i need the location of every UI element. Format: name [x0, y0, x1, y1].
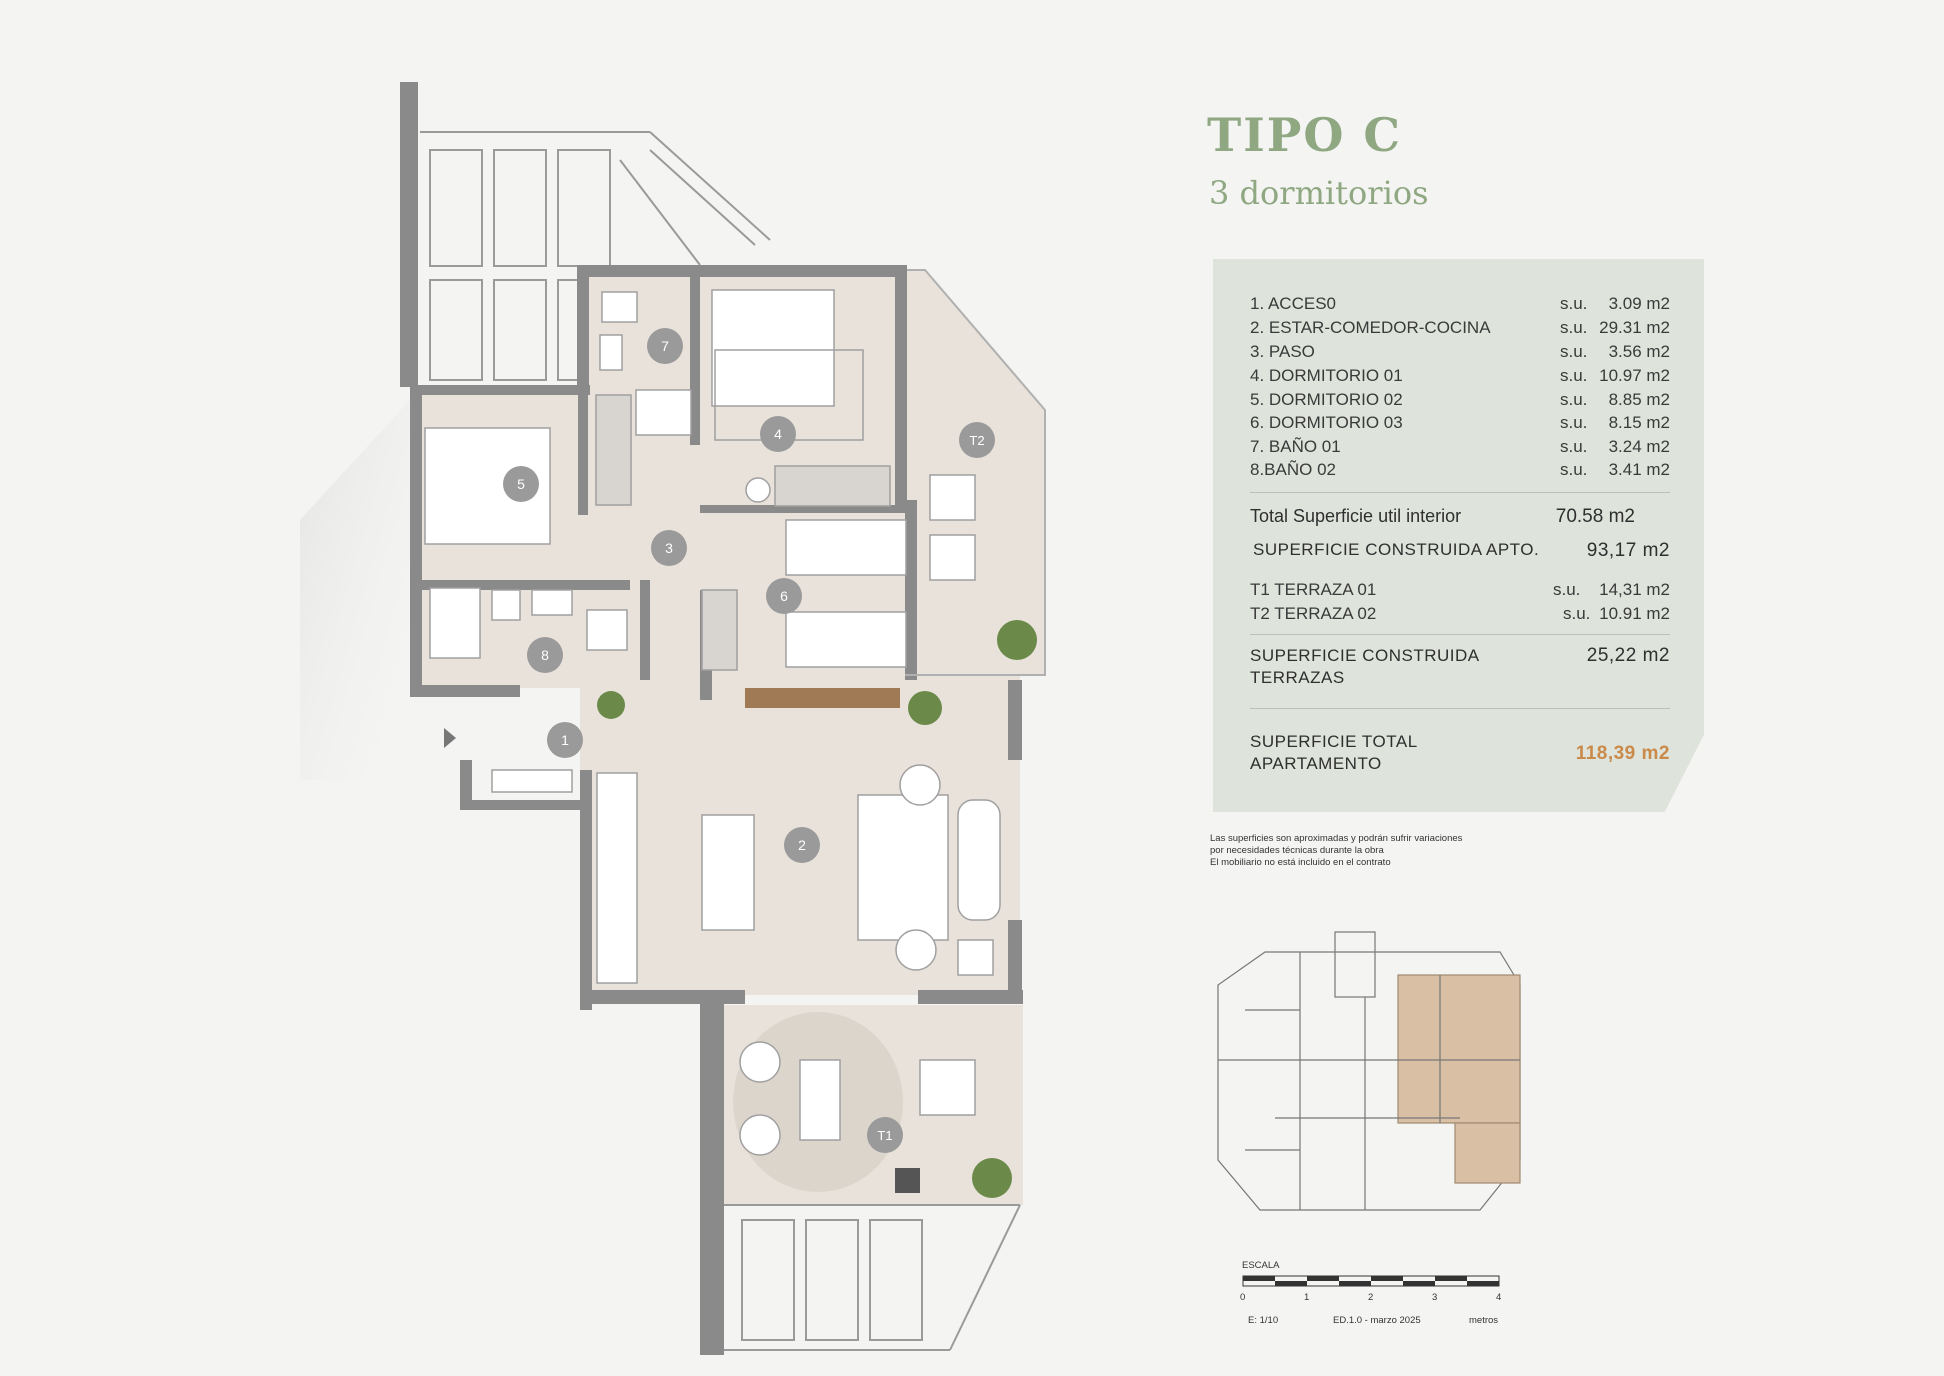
construida-value: 93,17 m2: [1586, 540, 1670, 561]
marker-t2: T2: [969, 433, 984, 448]
room-name: 6. DORMITORIO 03: [1250, 413, 1403, 432]
terrazas-total-label-line2: TERRAZAS: [1250, 668, 1345, 687]
room-area: 29.31 m2: [1599, 318, 1670, 337]
scale-tick: 0: [1240, 1292, 1246, 1303]
room-su: s.u.: [1560, 366, 1588, 385]
apartment-total-label-line2: APARTAMENTO: [1250, 754, 1382, 773]
disclaimer-notes: Las superficies son aproximadas y podrán…: [1210, 833, 1530, 869]
terrace-name: T1 TERRAZA 01: [1250, 580, 1377, 599]
room-area: 3.24 m2: [1608, 437, 1670, 456]
room-area: 3.56 m2: [1608, 342, 1670, 361]
divider: [1250, 708, 1670, 709]
room-name: 8.BAÑO 02: [1250, 460, 1336, 479]
room-su: s.u.: [1560, 318, 1588, 337]
marker-1: 1: [561, 732, 569, 748]
dining-table: [701, 814, 755, 931]
room-area: 10.97 m2: [1599, 366, 1670, 385]
parking-bottom: [724, 1204, 1021, 1351]
scale-tick: 3: [1432, 1292, 1438, 1303]
area-summary-panel: [1213, 259, 1704, 812]
apartment-total-label-line1: SUPERFICIE TOTAL: [1250, 732, 1418, 751]
page-title: TIPO C: [1207, 108, 1403, 162]
marker-7: 7: [661, 338, 669, 354]
scale-ratio: E: 1/10: [1248, 1315, 1279, 1326]
sofa: [957, 799, 1001, 921]
terrace-su: s.u.: [1563, 604, 1591, 623]
construida-label: SUPERFICIE CONSTRUIDA APTO.: [1253, 540, 1540, 559]
marker-8: 8: [541, 647, 549, 663]
room-su: s.u.: [1560, 390, 1588, 409]
scale-tick: 1: [1304, 1292, 1310, 1303]
living-rug: [857, 794, 949, 941]
scale-tick: 2: [1368, 1292, 1374, 1303]
room-name: 1. ACCES0: [1250, 294, 1336, 313]
marker-5: 5: [517, 476, 525, 492]
util-total-label: Total Superficie util interior: [1250, 506, 1462, 526]
room-su: s.u.: [1560, 294, 1588, 313]
terrace-su: s.u.: [1553, 580, 1581, 599]
furniture: [424, 289, 1001, 1193]
terrace-table: [799, 1059, 841, 1141]
marker-3: 3: [665, 540, 673, 556]
plan-shadow: [300, 400, 410, 780]
room-name: 7. BAÑO 01: [1250, 437, 1341, 456]
note-line: por necesidades técnicas durante la obra: [1210, 845, 1384, 856]
note-line: El mobiliario no está incluido en el con…: [1210, 857, 1391, 868]
room-area: 3.41 m2: [1608, 460, 1670, 479]
marker-4: 4: [774, 426, 782, 442]
walls: [410, 265, 1023, 1355]
room-su: s.u.: [1560, 342, 1588, 361]
terrace-area: 14,31 m2: [1599, 580, 1670, 599]
bed-dormitorio-03-a: [785, 519, 907, 576]
room-area: 8.85 m2: [1608, 390, 1670, 409]
util-total-value: 70.58 m2: [1555, 506, 1635, 527]
divider: [1250, 634, 1670, 635]
terrace-name: T2 TERRAZA 02: [1250, 604, 1377, 623]
room-su: s.u.: [1560, 413, 1588, 432]
divider: [1250, 492, 1670, 493]
terrazas-total-value: 25,22 m2: [1586, 645, 1670, 666]
room-su: s.u.: [1560, 437, 1588, 456]
terrace-dining: [919, 1059, 976, 1116]
apartment-total-value: 118,39 m2: [1575, 743, 1670, 764]
room-name: 3. PASO: [1250, 342, 1315, 361]
kitchen-counter: [596, 772, 638, 984]
terrace-area: 10.91 m2: [1599, 604, 1670, 623]
marker-2: 2: [798, 837, 806, 853]
room-area: 8.15 m2: [1608, 413, 1670, 432]
scale-label: ESCALA: [1242, 1260, 1280, 1271]
parking-top: [400, 82, 771, 387]
terrazas-total-label-line1: SUPERFICIE CONSTRUIDA: [1250, 646, 1480, 665]
entrance-arrow-icon: [444, 728, 456, 748]
plants: [597, 620, 1037, 1198]
room-name: 4. DORMITORIO 01: [1250, 366, 1403, 385]
edition-label: ED.1.0 - marzo 2025: [1333, 1315, 1421, 1326]
marker-t1: T1: [877, 1128, 892, 1143]
scale-unit: metros: [1469, 1315, 1499, 1326]
room-markers: 1 2 3 4 5 6 7 8 T1 T2: [503, 328, 995, 1153]
terrazas-total-label: SUPERFICIE CONSTRUIDA TERRAZAS: [1250, 645, 1480, 689]
marker-6: 6: [780, 588, 788, 604]
bed-dormitorio-03-b: [785, 611, 907, 668]
scale-bar: [1242, 1275, 1500, 1287]
room-su: s.u.: [1560, 460, 1588, 479]
note-line: Las superficies son aproximadas y podrán…: [1210, 833, 1463, 844]
scale-tick: 4: [1496, 1292, 1502, 1303]
bed-dormitorio-01: [711, 289, 835, 407]
page-subtitle: 3 dormitorios: [1209, 174, 1429, 212]
room-name: 2. ESTAR-COMEDOR-COCINA: [1250, 318, 1491, 337]
room-area: 3.09 m2: [1608, 294, 1670, 313]
key-plan: [1217, 931, 1521, 1211]
room-name: 5. DORMITORIO 02: [1250, 390, 1403, 409]
terrace-t2-outline: [905, 269, 1046, 676]
apartment-total-label: SUPERFICIE TOTAL APARTAMENTO: [1250, 731, 1418, 775]
